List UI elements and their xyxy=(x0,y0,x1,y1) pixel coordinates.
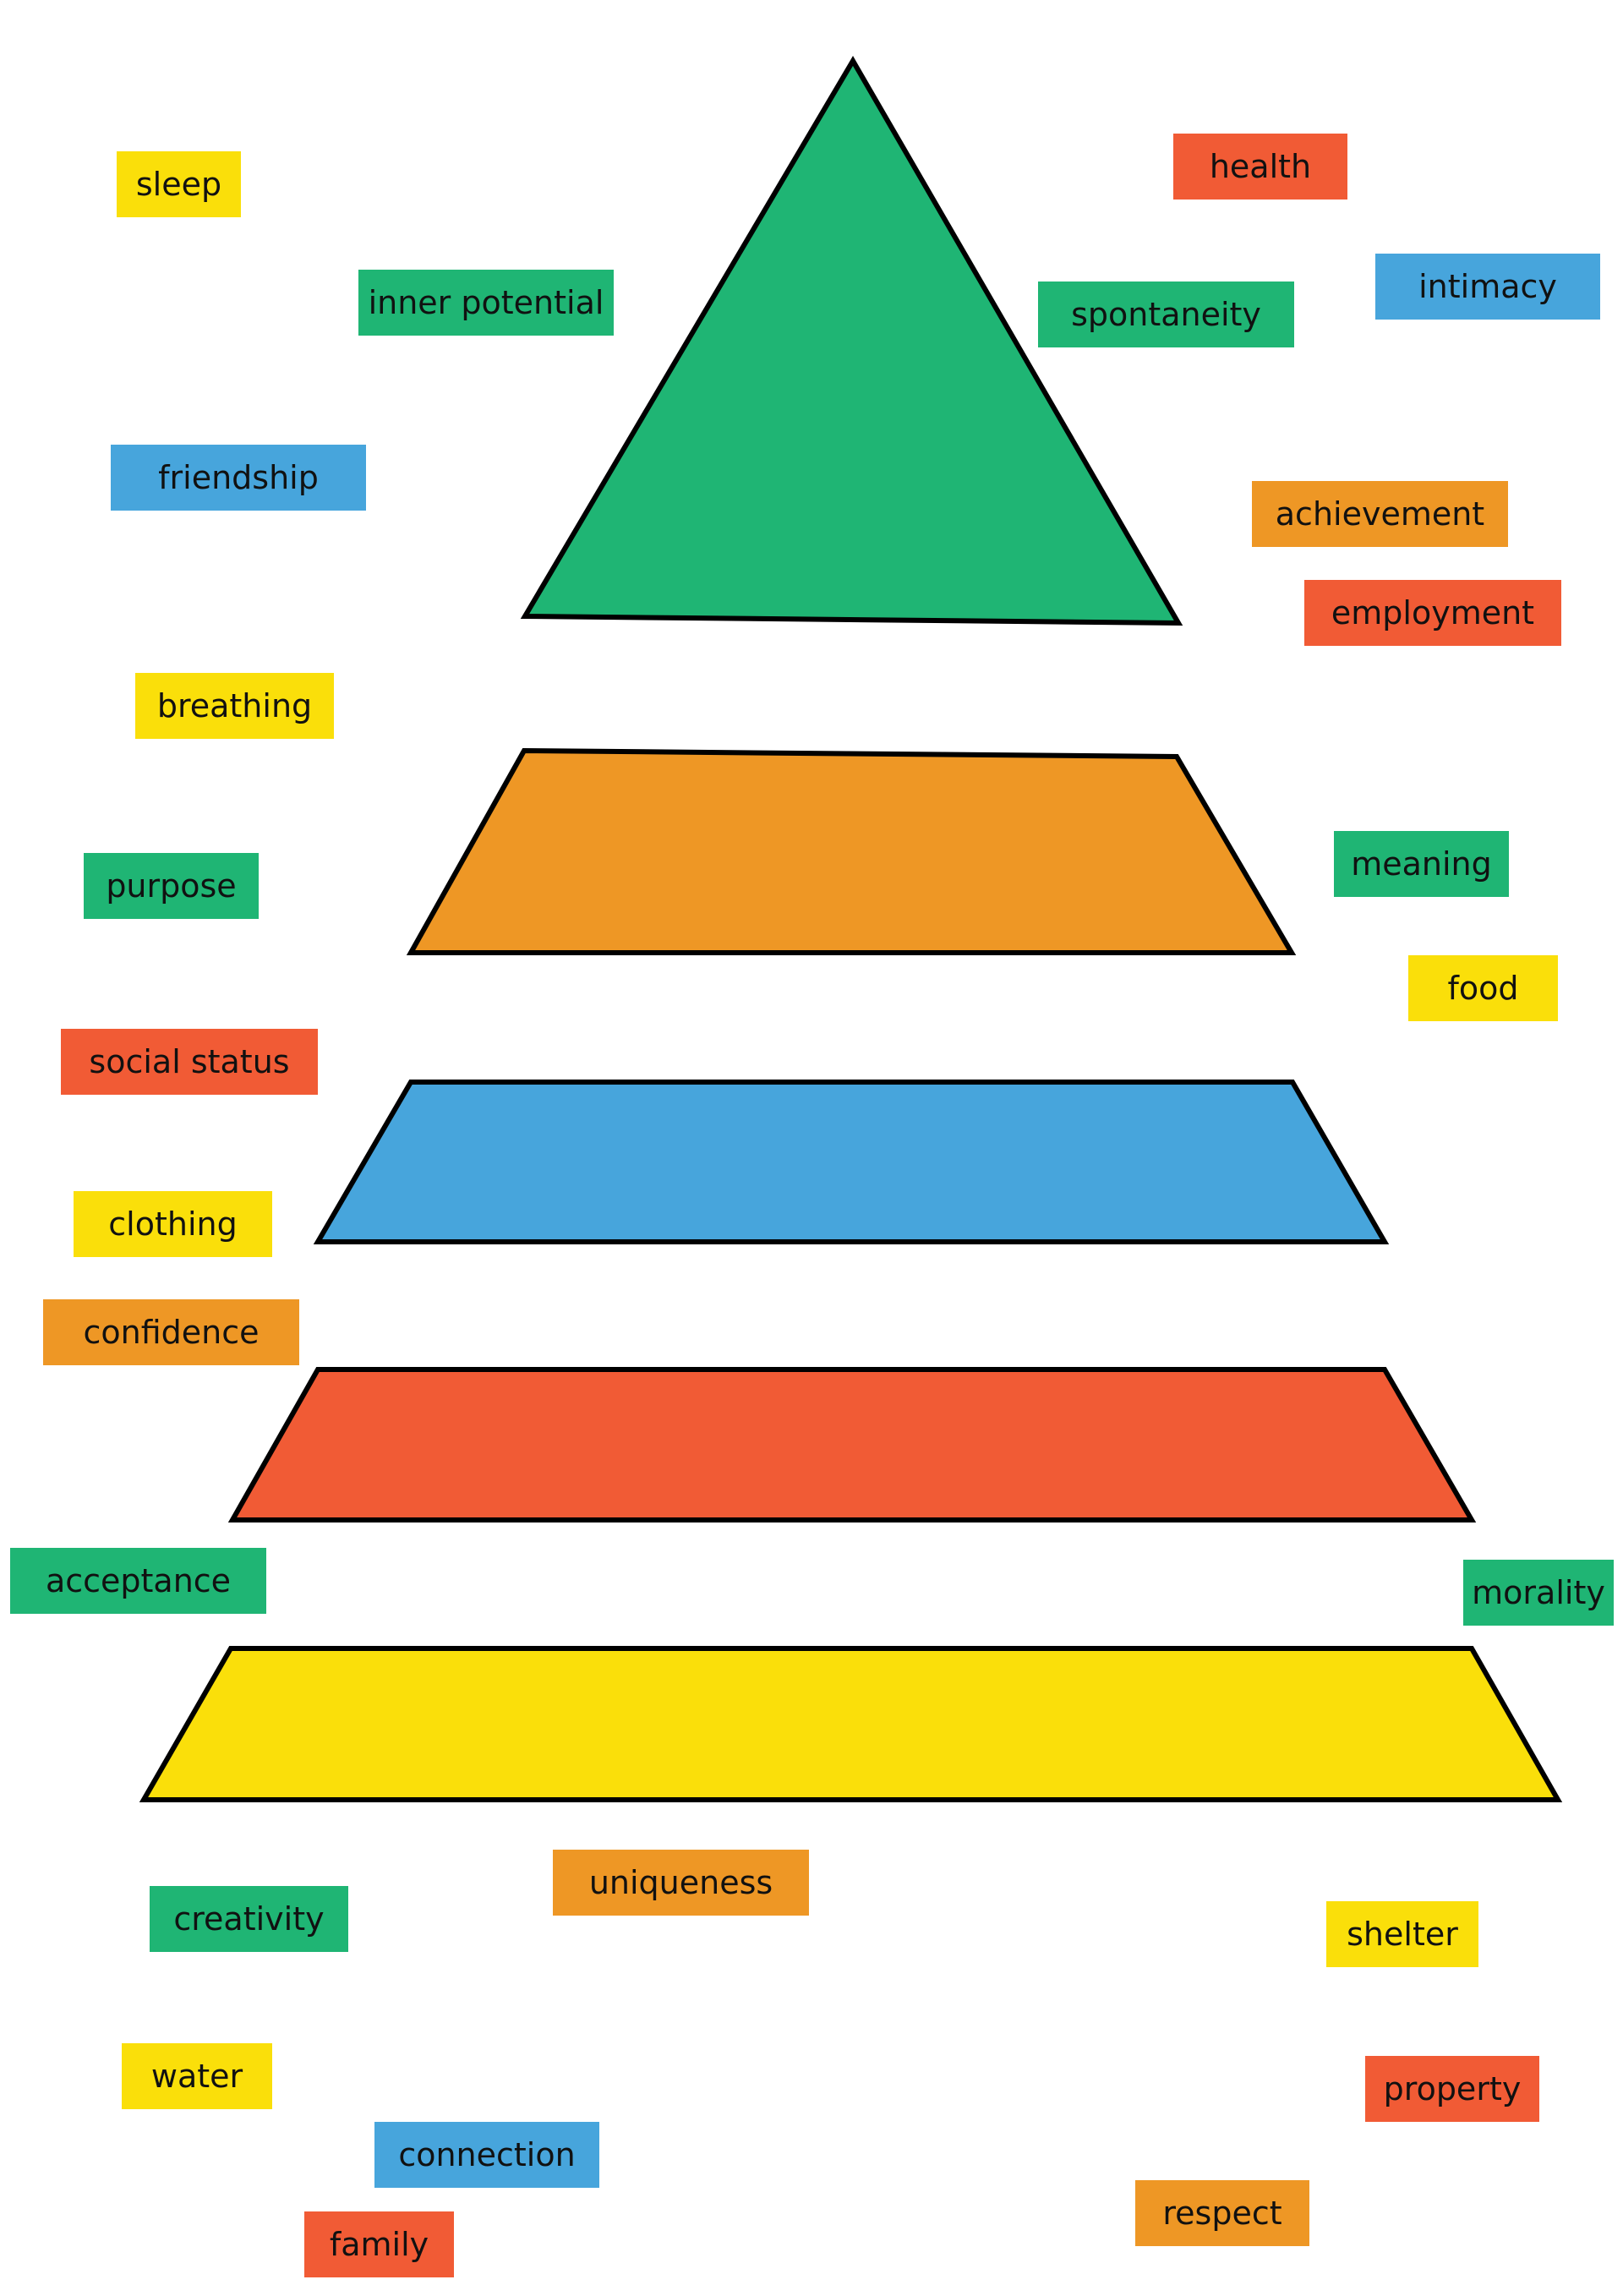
label-property[interactable]: property xyxy=(1365,2056,1539,2122)
label-inner-potential[interactable]: inner potential xyxy=(358,270,614,336)
label-respect[interactable]: respect xyxy=(1135,2180,1309,2246)
label-food[interactable]: food xyxy=(1408,955,1558,1021)
label-friendship[interactable]: friendship xyxy=(111,445,366,511)
label-creativity[interactable]: creativity xyxy=(150,1886,348,1952)
label-intimacy[interactable]: intimacy xyxy=(1375,254,1600,320)
label-clothing[interactable]: clothing xyxy=(74,1191,272,1257)
pyramid-level-4-trapezoid xyxy=(227,1367,1477,1522)
label-sleep[interactable]: sleep xyxy=(117,151,241,217)
label-employment[interactable]: employment xyxy=(1304,580,1561,646)
label-purpose[interactable]: purpose xyxy=(84,853,259,919)
pyramid-level-2-trapezoid xyxy=(406,747,1297,955)
label-confidence[interactable]: confidence xyxy=(43,1299,299,1365)
label-acceptance[interactable]: acceptance xyxy=(10,1548,266,1614)
pyramid-level-1-triangle xyxy=(520,56,1183,626)
pyramid-level-5-trapezoid xyxy=(139,1646,1563,1802)
label-achievement[interactable]: achievement xyxy=(1252,481,1508,547)
label-water[interactable]: water xyxy=(122,2043,272,2109)
label-morality[interactable]: morality xyxy=(1463,1560,1614,1626)
label-meaning[interactable]: meaning xyxy=(1334,831,1509,897)
label-spontaneity[interactable]: spontaneity xyxy=(1038,282,1294,347)
label-breathing[interactable]: breathing xyxy=(135,673,334,739)
label-health[interactable]: health xyxy=(1173,134,1347,200)
pyramid-level-3-trapezoid xyxy=(313,1080,1390,1244)
label-shelter[interactable]: shelter xyxy=(1326,1901,1478,1967)
label-family[interactable]: family xyxy=(304,2211,454,2277)
label-social-status[interactable]: social status xyxy=(61,1029,318,1095)
label-uniqueness[interactable]: uniqueness xyxy=(553,1850,809,1916)
label-connection[interactable]: connection xyxy=(374,2122,599,2188)
